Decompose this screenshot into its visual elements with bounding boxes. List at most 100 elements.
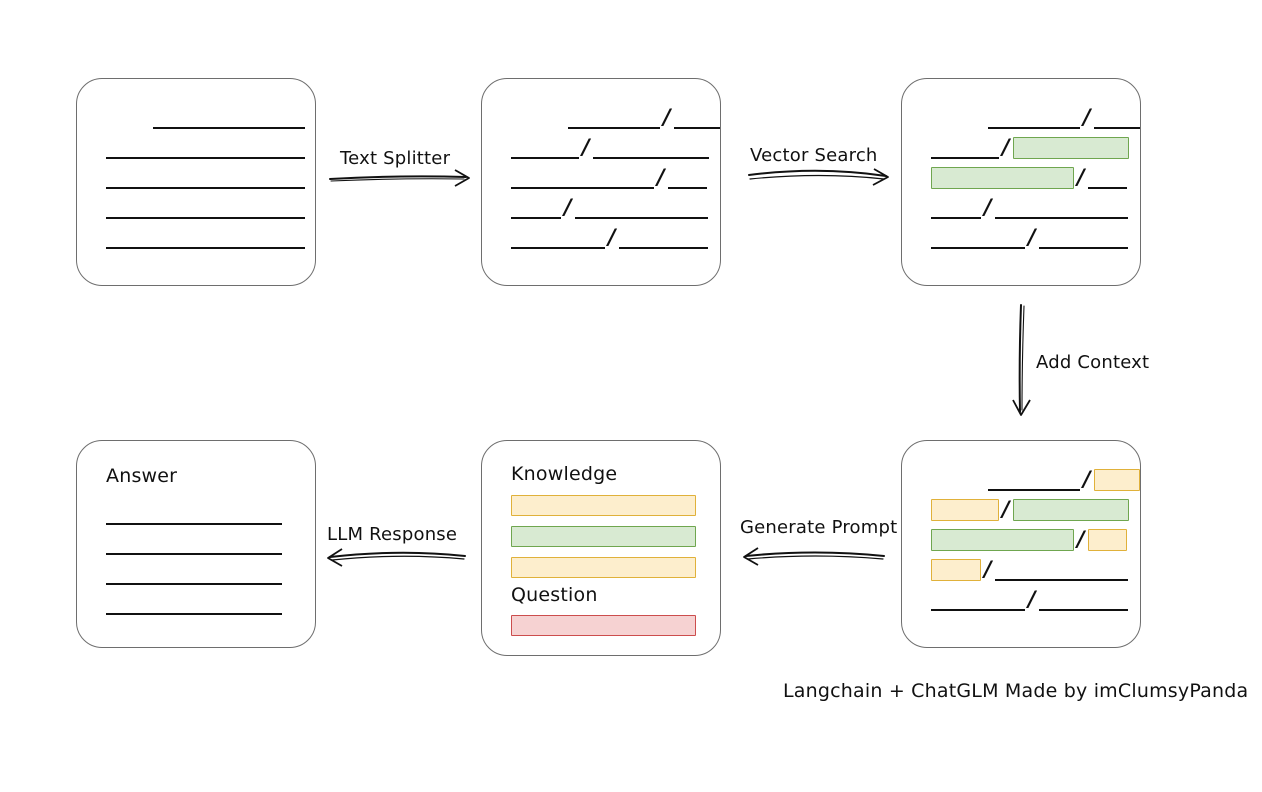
context-document-card: / / / / / [901,440,1141,648]
document-row [106,503,282,525]
footer-credit: Langchain + ChatGLM Made by imClumsyPand… [783,680,1249,702]
highlighted-segment-green [1012,137,1129,159]
segment-separator: / [1083,466,1091,491]
document-row: / [568,104,720,129]
text-line-segment [1093,107,1140,129]
text-line-segment [994,559,1128,581]
segment-separator: / [1028,586,1036,611]
text-line-segment [511,167,654,189]
document-row [106,563,282,585]
highlighted-segment-green [1012,499,1129,521]
arrow-label-generate-prompt: Generate Prompt [740,517,898,538]
text-line-segment [618,227,708,249]
context-document-rows: / / / / / [902,441,1140,647]
highlighted-segment-yellow [1093,469,1140,491]
text-line-segment [106,593,282,615]
segment-separator: / [582,134,590,159]
document-row [106,197,305,219]
arrow-label-add-context: Add Context [1036,352,1150,373]
text-line-segment [511,197,561,219]
text-line-segment [153,107,305,129]
arrow-add-context [1012,304,1031,416]
arrow-label-vector-search: Vector Search [750,145,878,166]
text-line-segment [931,137,999,159]
arrow-llm-response [327,548,466,567]
text-line-segment [106,503,282,525]
arrow-generate-prompt [743,547,885,566]
text-line-segment [574,197,708,219]
knowledge-bar-yellow [511,557,696,578]
document-row [106,593,282,615]
segment-separator: / [1002,496,1010,521]
document-row: / [931,224,1128,249]
document-row: / [931,586,1128,611]
document-row: / [988,466,1140,491]
text-line-segment [994,197,1128,219]
segment-separator: / [564,194,572,219]
text-line-segment [106,167,305,189]
segment-separator: / [1083,104,1091,129]
arrow-vector-search [748,168,889,186]
answer-rows [77,441,315,647]
question-heading: Question [511,584,598,606]
document-row [106,137,305,159]
highlighted-segment-green [931,167,1074,189]
document-row: / [988,104,1140,129]
segment-separator: / [1077,526,1085,551]
text-line-segment [931,197,981,219]
knowledge-bar-yellow [511,495,696,516]
segment-separator: / [1002,134,1010,159]
text-line-segment [511,137,579,159]
source-document-rows [77,79,315,285]
segment-separator: / [657,164,665,189]
knowledge-bar-green [511,526,696,547]
text-line-segment [1038,589,1128,611]
text-line-segment [988,107,1080,129]
segment-separator: / [1077,164,1085,189]
document-row [153,107,305,129]
highlighted-segment-yellow [931,559,981,581]
split-document-rows: / / / / / [482,79,720,285]
text-line-segment [568,107,660,129]
text-line-segment [106,533,282,555]
document-row: / [511,194,708,219]
segment-separator: / [984,556,992,581]
highlighted-segment-yellow [1087,529,1127,551]
source-document-card [76,78,316,286]
arrow-label-text-splitter: Text Splitter [340,148,451,169]
text-line-segment [106,227,305,249]
document-row [106,533,282,555]
text-line-segment [106,563,282,585]
text-line-segment [106,197,305,219]
segment-separator: / [1028,224,1036,249]
text-line-segment [931,227,1025,249]
text-line-segment [106,137,305,159]
knowledge-heading: Knowledge [511,463,618,485]
document-row [106,167,305,189]
prompt-card: Knowledge Question [481,440,721,656]
segment-separator: / [984,194,992,219]
document-row: / [511,134,709,159]
document-row: / [931,164,1127,189]
highlighted-segment-green [931,529,1074,551]
question-bar-red [511,615,696,636]
text-line-segment [931,589,1025,611]
arrow-text-splitter [329,169,470,187]
text-line-segment [1038,227,1128,249]
document-row: / [931,526,1127,551]
text-line-segment [1087,167,1127,189]
segment-separator: / [608,224,616,249]
highlighted-segment-yellow [931,499,999,521]
question-bars [482,441,720,655]
text-line-segment [988,469,1080,491]
segment-separator: / [663,104,671,129]
document-row: / [931,556,1128,581]
document-row: / [931,496,1129,521]
knowledge-bars [482,441,720,655]
text-line-segment [673,107,720,129]
document-row: / [931,194,1128,219]
document-row: / [511,164,707,189]
document-row [106,227,305,249]
